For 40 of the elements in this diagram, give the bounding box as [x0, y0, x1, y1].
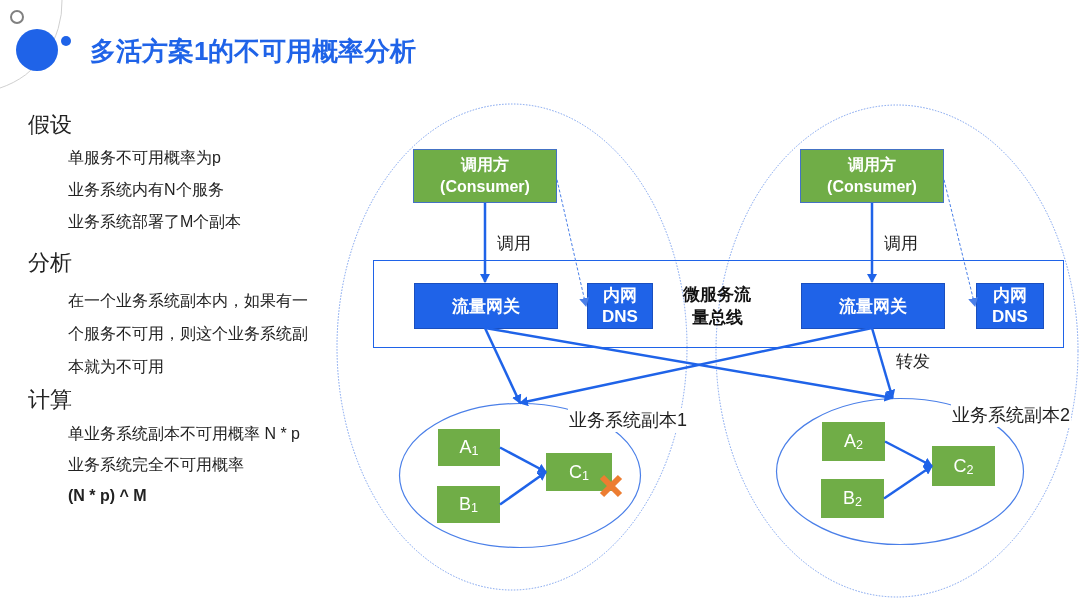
arrow	[499, 470, 547, 506]
arrow	[883, 464, 933, 500]
section-heading: 假设	[28, 111, 72, 139]
arrow	[499, 446, 547, 474]
list-item: 业务系统内有N个服务	[68, 180, 224, 200]
service-box: A$_{2}$	[822, 422, 885, 461]
arrow	[867, 203, 877, 283]
consumer-box: 调用方 (Consumer)	[800, 149, 944, 203]
band-label: 微服务流量总线	[682, 284, 752, 329]
arrow	[484, 326, 894, 402]
consumer-box: 调用方 (Consumer)	[413, 149, 557, 203]
dns-box: 内网 DNS	[587, 283, 653, 329]
edge-label: 转发	[895, 350, 931, 373]
gateway-box: 流量网关	[801, 283, 945, 329]
arrow	[519, 326, 873, 407]
service-box: B$_{2}$	[821, 479, 884, 518]
service-box: C$_{1}$	[546, 453, 612, 491]
list-item: 单服务不可用概率为p	[68, 148, 221, 168]
dashed-arrow	[943, 179, 978, 307]
slide-title: 多活方案1的不可用概率分析	[90, 35, 417, 68]
section-heading: 分析	[28, 249, 72, 277]
dns-box: 内网 DNS	[976, 283, 1044, 329]
arrow	[480, 203, 490, 283]
service-box: A$_{1}$	[438, 429, 500, 466]
service-box: B$_{1}$	[437, 486, 500, 523]
service-box: C$_{2}$	[932, 446, 995, 486]
gateway-box: 流量网关	[414, 283, 558, 329]
dashed-arrow	[556, 179, 590, 307]
section-heading: 计算	[28, 386, 72, 414]
list-item: 业务系统完全不可用概率	[68, 455, 244, 475]
arrow	[870, 327, 896, 399]
paragraph: 在一个业务系统副本内，如果有一个服务不可用，则这个业务系统副本就为不可用	[68, 291, 309, 377]
arrow	[483, 327, 522, 404]
list-item: (N * p) ^ M	[68, 487, 147, 505]
list-item: 单业务系统副本不可用概率 N * p	[68, 424, 300, 444]
service-bus-band	[373, 260, 1064, 348]
replica-label: 业务系统副本2	[951, 403, 1071, 427]
arrow	[884, 440, 933, 468]
list-item: 业务系统部署了M个副本	[68, 212, 242, 232]
replica-label: 业务系统副本1	[568, 408, 688, 432]
